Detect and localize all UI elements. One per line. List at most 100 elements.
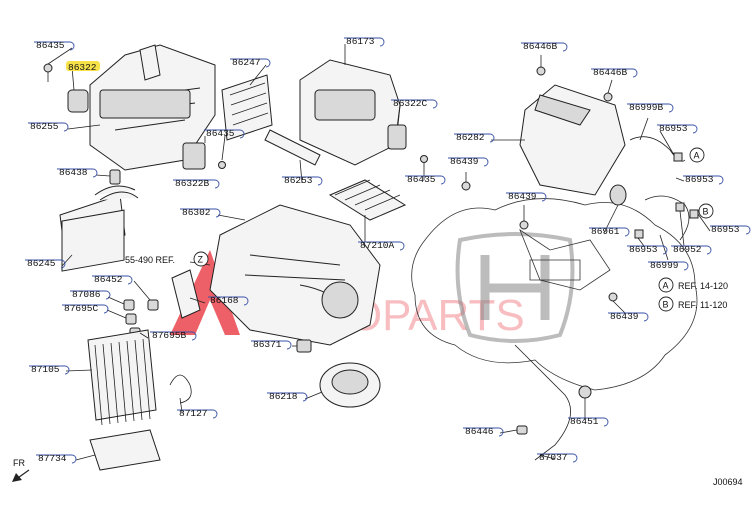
label-86247: 86247 — [230, 57, 271, 68]
heater-case-86255 — [89, 44, 216, 171]
part-87086 — [123, 299, 135, 311]
clip-86446 — [516, 425, 528, 435]
label-86953-c: 86953 — [627, 244, 668, 255]
label-86438: 86438 — [57, 167, 98, 178]
label-86999B: 86999B — [627, 102, 674, 113]
label-text: 86435 — [36, 40, 65, 51]
label-86446B-b: 86446B — [591, 67, 638, 78]
label-87695C: 87695C — [62, 303, 109, 314]
ref-legend-B: B REF. 11-120 — [658, 296, 727, 312]
label-86953-a: 86953 — [657, 123, 698, 134]
label-86218: 86218 — [267, 391, 308, 402]
label-text: 86168 — [210, 295, 239, 306]
blower-case-86173 — [299, 59, 401, 166]
label-text: 86446 — [465, 426, 494, 437]
ref-marker: A — [694, 151, 700, 161]
heater-core-86245 — [59, 185, 139, 272]
label-86446: 86446 — [463, 426, 504, 437]
label-86255: 86255 — [28, 121, 69, 132]
clip-86438 — [109, 169, 121, 185]
front-marker: FR — [12, 458, 30, 482]
duct-86168 — [171, 269, 201, 319]
part-labels: 86435 86322 86255 86438 86245 86173 8624… — [25, 36, 751, 464]
clip-86439-b — [519, 220, 529, 230]
label-text: 86439 — [610, 311, 639, 322]
label-text: 86173 — [346, 36, 375, 47]
evap-case-86302 — [209, 204, 381, 346]
label-text: 86953 — [685, 174, 714, 185]
label-86302: 86302 — [180, 207, 221, 218]
label-86451: 86451 — [568, 416, 609, 427]
reference-callouts: 55-490 REF. Z A B A REF. 14-120 B REF. 1… — [125, 147, 728, 312]
front-marker-text: FR — [13, 458, 25, 468]
ref-legend-A: A REF. 14-120 — [658, 277, 728, 293]
label-86446B-a: 86446B — [521, 41, 568, 52]
screw-86435-b — [218, 161, 226, 169]
label-86953-d: 86953 — [710, 224, 751, 235]
clip-86953-b — [634, 229, 644, 239]
label-text: 87695C — [64, 303, 99, 314]
brand-logo-watermark — [455, 232, 575, 343]
blower-motor-86218 — [319, 362, 381, 408]
ref-B-inline: B — [698, 203, 714, 219]
label-86322B: 86322B — [173, 178, 220, 189]
clip-86451 — [578, 385, 592, 399]
label-87210A: 87210A — [358, 240, 405, 251]
label-text: 86446B — [523, 41, 558, 52]
grommet-86961 — [609, 184, 627, 206]
label-86435-c: 86435 — [405, 174, 446, 185]
clip-86953-a — [673, 152, 683, 162]
label-text: 86953 — [711, 224, 740, 235]
diagram-code: J00694 — [713, 477, 743, 487]
ref-marker: B — [663, 300, 669, 310]
label-text: 86439 — [508, 191, 537, 202]
label-text: 87734 — [38, 453, 67, 464]
hose-86999 — [644, 195, 690, 241]
label-86245: 86245 — [25, 258, 66, 269]
clip-86952 — [675, 202, 685, 212]
label-86435-a: 86435 — [34, 40, 75, 51]
tray-87734 — [89, 429, 161, 471]
evaporator-87105 — [87, 329, 157, 426]
label-86439-b: 86439 — [506, 191, 547, 202]
label-text: 86322C — [393, 98, 428, 109]
label-text: 86438 — [59, 167, 88, 178]
label-text: 86953 — [629, 244, 658, 255]
label-86322: 86322 — [66, 61, 100, 73]
label-87037: 87037 — [537, 452, 578, 463]
drain-hose-87037 — [514, 344, 572, 461]
clip-86439-c — [608, 292, 618, 302]
label-86173: 86173 — [344, 36, 385, 47]
label-text: 86439 — [450, 156, 479, 167]
label-86322C: 86322C — [391, 98, 438, 109]
clip-86446B-a — [536, 66, 546, 76]
label-text: 87105 — [31, 364, 60, 375]
filter-87210A — [328, 179, 407, 221]
label-text: 86999 — [650, 260, 679, 271]
label-86435-b: 86435 — [204, 128, 245, 139]
label-86371: 86371 — [251, 339, 292, 350]
part-86452 — [147, 299, 159, 311]
label-text: 87037 — [539, 452, 568, 463]
label-86953-b: 86953 — [683, 174, 724, 185]
label-86282: 86282 — [454, 132, 495, 143]
label-text: 86961 — [591, 226, 620, 237]
label-text: 86451 — [570, 416, 599, 427]
ref-55-490: 55-490 REF. Z — [125, 251, 209, 267]
label-text: 86953 — [659, 123, 688, 134]
actuator-86322 — [67, 89, 89, 113]
actuator-86322B — [182, 142, 206, 170]
label-text: 86435 — [407, 174, 436, 185]
ref-marker: Z — [198, 255, 204, 265]
label-text: 86253 — [284, 175, 313, 186]
intake-box-86282 — [519, 84, 626, 196]
label-87695B: 87695B — [150, 330, 197, 341]
label-87127: 87127 — [177, 408, 218, 419]
label-86999: 86999 — [648, 260, 689, 271]
label-text: 86322 — [68, 62, 97, 73]
ref-text: 55-490 REF. — [125, 255, 175, 265]
label-86952: 86952 — [671, 244, 712, 255]
connector-86371 — [296, 339, 312, 353]
label-text: 86999B — [629, 102, 664, 113]
